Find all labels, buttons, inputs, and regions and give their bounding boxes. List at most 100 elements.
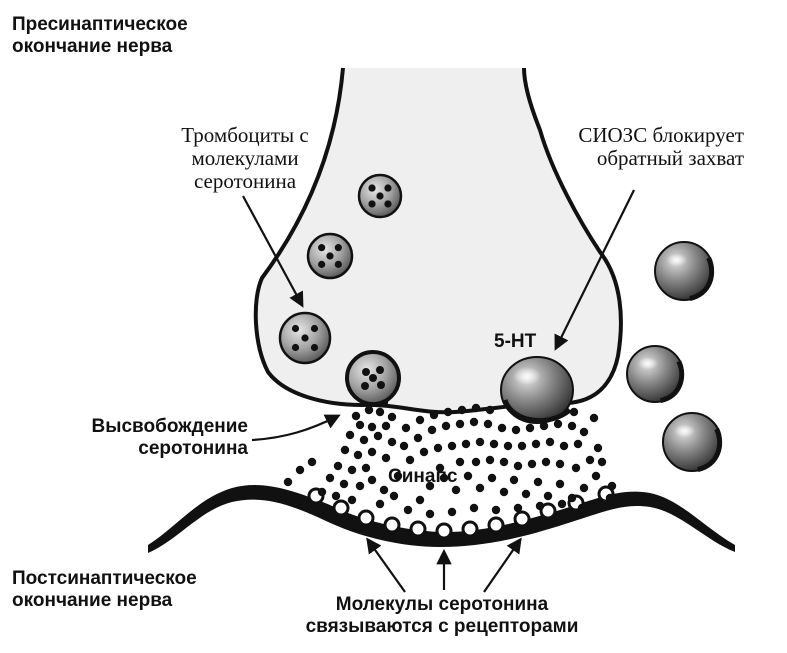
serotonin-molecule: [415, 415, 425, 425]
serotonin-molecule: [355, 481, 365, 491]
serotonin-molecule: [503, 441, 513, 451]
serotonin-molecule: [487, 473, 497, 483]
serotonin-molecule: [295, 465, 305, 475]
ssri-molecule-sheen: [666, 253, 688, 267]
serotonin-molecule: [555, 479, 565, 489]
serotonin-molecule: [511, 425, 521, 435]
serotonin-molecule: [359, 435, 369, 445]
serotonin-molecule: [521, 489, 531, 499]
serotonin-molecule: [415, 495, 425, 505]
serotonin-molecule: [367, 447, 377, 457]
serotonin-molecule: [541, 457, 551, 467]
postsynaptic-membrane: [148, 485, 735, 553]
serotonin-molecule: [471, 457, 481, 467]
serotonin-molecule: [429, 410, 439, 420]
ssri-molecule: [662, 412, 723, 472]
serotonin-molecule: [367, 422, 377, 432]
serotonin-molecule: [364, 405, 374, 415]
vesicle-molecule: [310, 324, 319, 333]
vesicle-molecule: [301, 334, 309, 342]
receptor: [461, 520, 479, 538]
serotonin-molecule: [605, 493, 615, 503]
label-release-line-1: Высвобождение: [91, 416, 248, 437]
arrow-release: [251, 414, 341, 442]
serotonin-molecule: [401, 423, 411, 433]
receptor: [513, 510, 531, 528]
receptor: [383, 516, 401, 534]
ssri-molecule-cap: [697, 427, 723, 472]
serotonin-molecule: [331, 491, 341, 501]
serotonin-molecule: [545, 437, 555, 447]
serotonin-molecule: [307, 457, 317, 467]
arrow-binding-left: [366, 537, 406, 593]
serotonin-molecule: [475, 437, 485, 447]
label-release-line-2: серотонина: [138, 438, 248, 459]
label-platelets-line-3: серотонина: [193, 169, 297, 193]
label-ssri-line-2: обратный захват: [596, 146, 744, 170]
serotonin-molecule: [340, 445, 350, 455]
serotonin-molecule: [543, 491, 553, 501]
serotonin-molecule: [557, 499, 567, 509]
label-binding-line-1: Молекулы серотонина: [335, 594, 549, 615]
serotonin-molecule: [497, 423, 507, 433]
serotonin-molecule: [393, 471, 403, 481]
serotonin-molecule: [525, 423, 535, 433]
label-postsynaptic-line-2: окончание нерва: [12, 590, 173, 611]
serotonin-molecule: [325, 473, 335, 483]
serotonin-molecule: [589, 413, 599, 423]
serotonin-molecule: [447, 441, 457, 451]
serotonin-molecule: [533, 477, 543, 487]
label-presynaptic-line-1: Пресинаптическое: [12, 14, 188, 35]
vesicle: [306, 232, 354, 280]
label-synapse: Синапс: [388, 466, 458, 487]
serotonin-molecule: [607, 481, 617, 491]
serotonin-molecule: [317, 487, 327, 497]
receptor: [409, 520, 427, 538]
label-5ht: 5-НТ: [494, 331, 537, 352]
serotonin-molecule: [333, 461, 343, 471]
serotonin-molecule: [373, 431, 383, 441]
serotonin-molecule: [451, 485, 461, 495]
ssri-molecule: [654, 241, 715, 301]
serotonin-molecule: [375, 499, 385, 509]
serotonin-molecule: [569, 407, 579, 417]
label-release: Высвобождение серотонина: [72, 416, 248, 460]
vesicle: [357, 173, 403, 219]
serotonin-molecule: [475, 483, 485, 493]
ssri-molecule-cap: [659, 360, 685, 404]
serotonin-molecule: [361, 463, 371, 473]
serotonin-molecule: [455, 457, 465, 467]
vesicle-molecule: [326, 252, 334, 260]
serotonin-molecule: [427, 425, 437, 435]
serotonin-molecule: [435, 463, 445, 473]
arrow-binding-right: [483, 537, 522, 593]
ssri-molecule-cap: [689, 256, 715, 301]
serotonin-molecule: [461, 439, 471, 449]
serotonin-molecule: [571, 463, 581, 473]
serotonin-molecule: [347, 495, 357, 505]
serotonin-molecule: [579, 427, 589, 437]
serotonin-molecule: [585, 455, 595, 465]
label-platelets-line-1: Тромбоциты с: [181, 123, 309, 147]
serotonin-molecule: [353, 450, 363, 460]
serotonin-molecule: [499, 457, 509, 467]
arrow-to-vesicle: [242, 195, 304, 308]
receptor: [332, 499, 350, 517]
serotonin-molecule: [527, 459, 537, 469]
serotonin-molecule: [375, 407, 385, 417]
serotonin-molecule: [347, 465, 357, 475]
serotonin-molecule: [345, 430, 355, 440]
label-binding: Молекулы серотонина связываются с рецепт…: [282, 594, 602, 638]
ssri-molecule-sheen: [637, 357, 659, 370]
serotonin-molecule: [531, 439, 541, 449]
serotonin-molecule: [413, 433, 423, 443]
serotonin-molecule: [591, 471, 601, 481]
serotonin-molecule: [457, 405, 467, 415]
serotonin-molecule: [283, 477, 293, 487]
label-platelets: Тромбоциты с молекулами серотонина: [142, 124, 348, 193]
serotonin-molecule: [471, 403, 481, 413]
vesicle-group: [278, 173, 403, 365]
serotonin-molecule: [405, 455, 415, 465]
serotonin-molecule: [485, 405, 495, 415]
vesicle-molecule: [334, 260, 342, 268]
